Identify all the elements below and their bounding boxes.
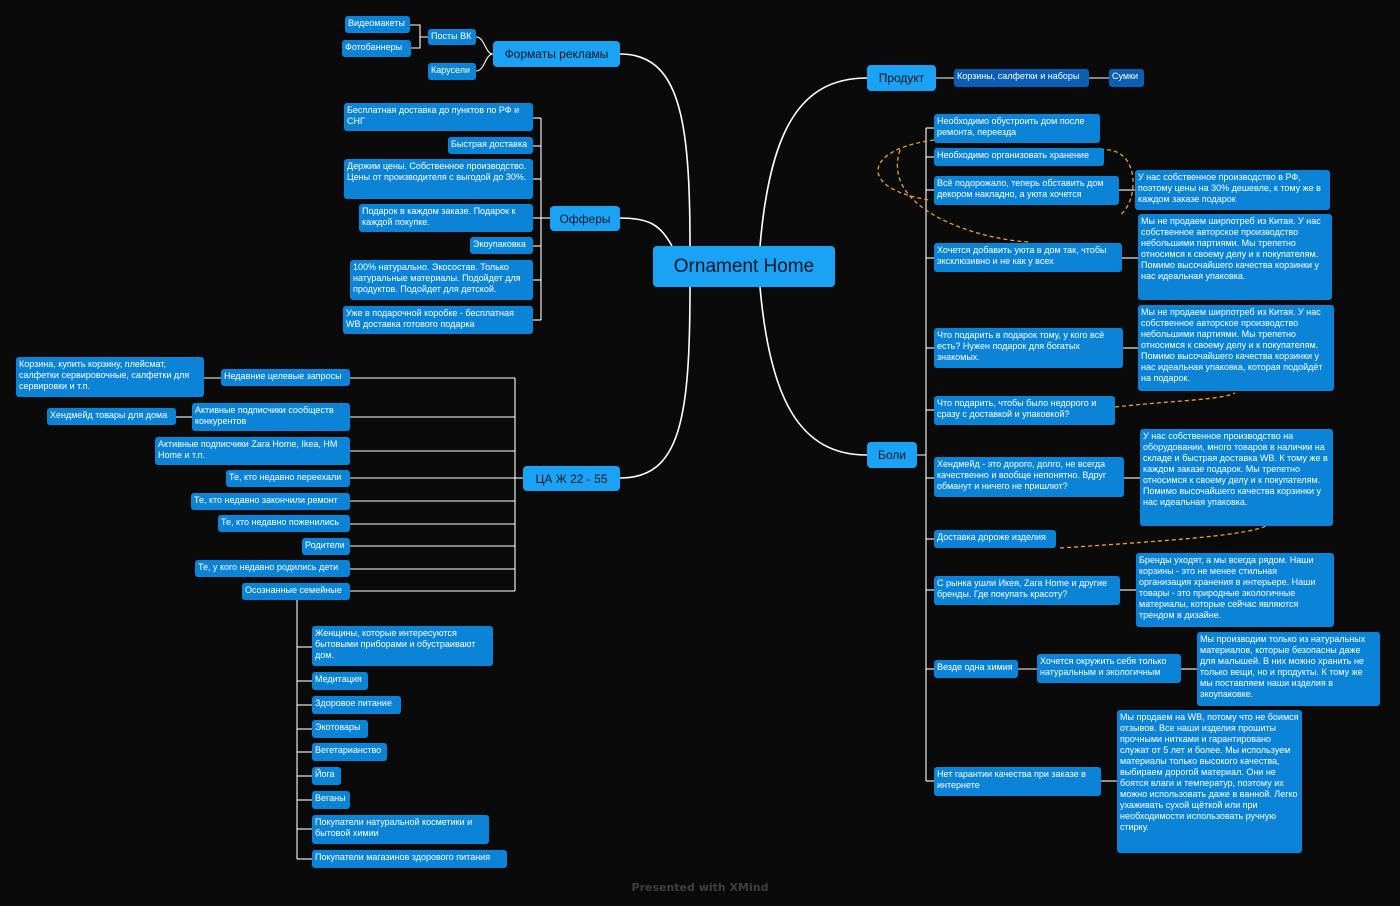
conscious-item-0[interactable]: Женщины, которые интересуются бытовыми п… <box>312 626 493 666</box>
conscious-item-8[interactable]: Покупатели магазинов здорового питания <box>312 850 507 868</box>
offer-item-0[interactable]: Бесплатная доставка до пунктов по РФ и С… <box>344 103 533 131</box>
formats-photo[interactable]: Фотобаннеры <box>342 40 411 57</box>
audience-parents[interactable]: Родители <box>302 538 350 555</box>
pain-7-answer[interactable]: У нас собственное производство на оборуд… <box>1140 429 1333 526</box>
audience-newborn[interactable]: Те, у кого недавно родились дети <box>195 560 350 577</box>
offer-item-5[interactable]: 100% натурально. Экосостав. Только натур… <box>350 260 533 300</box>
offer-item-2[interactable]: Держим цены. Собственное производство. Ц… <box>344 159 533 199</box>
topic-audience[interactable]: ЦА Ж 22 - 55 <box>523 466 620 491</box>
audience-conscious[interactable]: Осознанные семейные <box>242 583 350 600</box>
link-root-audience <box>619 286 691 479</box>
formats-video[interactable]: Видеомакеты <box>345 16 410 33</box>
topic-product[interactable]: Продукт <box>867 65 936 91</box>
conscious-item-5[interactable]: Йога <box>312 767 341 785</box>
pain-2[interactable]: Необходимо организовать хранение <box>934 148 1104 166</box>
pain-5[interactable]: Что подарить в подарок тому, у кого всё … <box>934 328 1123 368</box>
link-root-offers <box>619 217 673 247</box>
conscious-item-4[interactable]: Вегетарианство <box>312 743 387 761</box>
pain-10-answer[interactable]: Мы производим только из натуральных мате… <box>1197 632 1380 706</box>
pain-10[interactable]: Везде одна химия <box>934 660 1018 678</box>
pain-10-mid[interactable]: Хочется окружить себя только натуральным… <box>1037 654 1181 683</box>
audience-zara-subs[interactable]: Активные подписчики Zara Home, Ikea, HM … <box>155 437 350 465</box>
conscious-item-6[interactable]: Веганы <box>312 791 350 809</box>
pain-7[interactable]: Хендмейд - это дорого, долго, не всегда … <box>934 457 1124 497</box>
pain-4[interactable]: Хочется добавить уюта в дом так, чтобы э… <box>934 243 1122 272</box>
conscious-item-3[interactable]: Экотовары <box>312 720 368 738</box>
topic-pains[interactable]: Боли <box>867 442 917 468</box>
conscious-item-1[interactable]: Медитация <box>312 672 368 690</box>
audience-renovation[interactable]: Те, кто недавно закончили ремонт <box>191 493 350 510</box>
pain-1[interactable]: Необходимо обустроить дом после ремонта,… <box>934 114 1100 143</box>
topic-ad-formats[interactable]: Форматы рекламы <box>493 41 620 67</box>
presented-with-xmind: Presented with XMind <box>631 881 769 894</box>
pain-9[interactable]: С рынка ушли Икея, Zara Home и другие бр… <box>934 576 1120 605</box>
offer-item-1[interactable]: Быстрая доставка <box>448 137 533 154</box>
audience-moved[interactable]: Те, кто недавно переехали <box>226 470 350 487</box>
conscious-item-2[interactable]: Здоровое питание <box>312 696 401 714</box>
pain-6[interactable]: Что подарить, чтобы было недорого и сраз… <box>934 396 1115 425</box>
audience-active-subs[interactable]: Активные подписчики сообществ конкуренто… <box>192 403 350 431</box>
offer-item-6[interactable]: Уже в подарочной коробке - бесплатная WB… <box>343 306 533 334</box>
pain-5-answer[interactable]: Мы не продаем ширпотреб из Китая. У нас … <box>1138 305 1334 391</box>
audience-recent-queries-detail[interactable]: Корзина, купить корзину, плейсмат, салфе… <box>16 357 204 397</box>
topic-offers[interactable]: Офферы <box>550 206 620 231</box>
pain-11-answer[interactable]: Мы продаем на WB, потому что не боимся о… <box>1117 710 1302 853</box>
pain-4-answer[interactable]: Мы не продаем ширпотреб из Китая. У нас … <box>1138 214 1332 300</box>
product-bags[interactable]: Сумки <box>1109 69 1144 87</box>
audience-married[interactable]: Те, кто недавно поженились <box>218 515 350 532</box>
root-topic[interactable]: Ornament Home <box>653 246 835 287</box>
link-root-product <box>759 77 868 247</box>
offer-item-3[interactable]: Подарок в каждом заказе. Подарок к каждо… <box>359 204 533 232</box>
pain-3-answer[interactable]: У нас собственное производство в РФ, поэ… <box>1135 170 1330 210</box>
pain-3[interactable]: Всё подорожало, теперь обставить дом дек… <box>934 176 1119 205</box>
formats-posts-vk[interactable]: Посты ВК <box>428 29 476 45</box>
pain-11[interactable]: Нет гарантии качества при заказе в интер… <box>934 767 1101 796</box>
audience-active-subs-detail[interactable]: Хендмейд товары для дома <box>47 408 176 425</box>
link-root-pains <box>759 286 868 456</box>
product-main[interactable]: Корзины, салфетки и наборы <box>954 69 1089 87</box>
pain-8[interactable]: Доставка дороже изделия <box>934 530 1056 548</box>
link-root-formats <box>619 53 691 247</box>
offer-item-4[interactable]: Экоупаковка <box>470 237 533 254</box>
pain-9-answer[interactable]: Бренды уходят, а мы всегда рядом. Наши к… <box>1136 553 1334 627</box>
audience-recent-queries[interactable]: Недавние целевые запросы <box>221 369 350 386</box>
formats-carousel[interactable]: Карусели <box>428 63 476 80</box>
conscious-item-7[interactable]: Покупатели натуральной косметики и бытов… <box>312 815 489 844</box>
